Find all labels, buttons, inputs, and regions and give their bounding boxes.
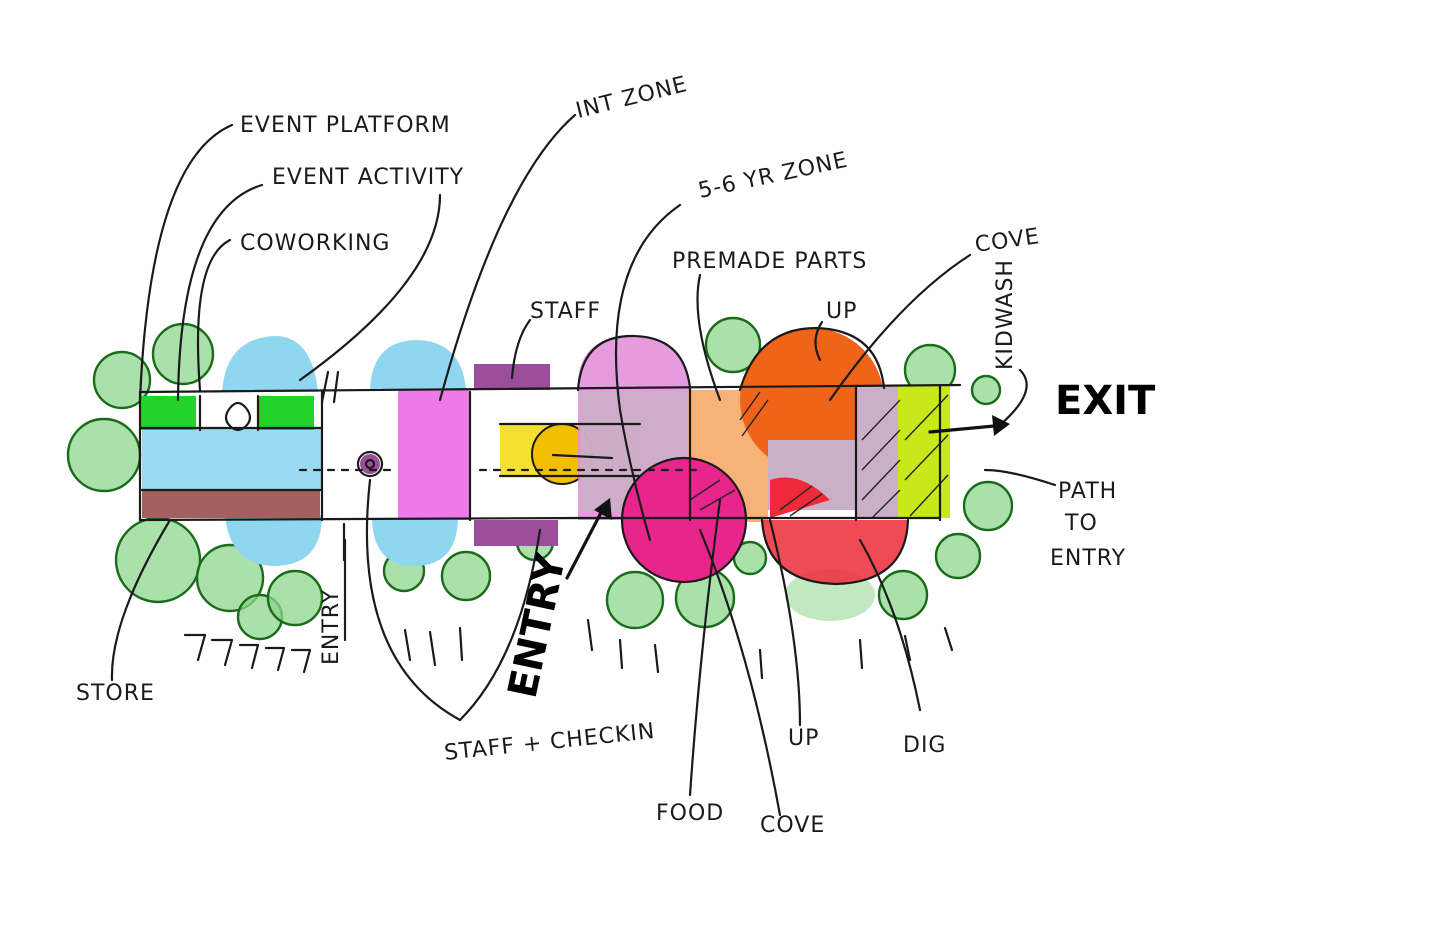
entry-arrow <box>565 503 607 580</box>
label-cove-bottom: COVE <box>760 813 825 838</box>
tree <box>114 516 202 604</box>
event-platform-zone <box>222 336 318 392</box>
label-to: TO <box>1064 511 1098 536</box>
entry-arrowhead <box>594 498 612 520</box>
label-dig: DIG <box>903 733 946 758</box>
tree <box>92 350 152 410</box>
dig-wedge <box>770 477 830 518</box>
tree <box>962 480 1014 532</box>
leader-dig <box>858 538 922 712</box>
tree <box>605 570 665 630</box>
store-zone <box>142 490 320 518</box>
label-entry-big: ENTRY <box>500 549 575 702</box>
label-food: FOOD <box>656 801 724 826</box>
leader-staff <box>510 318 532 380</box>
label-up-top: UP <box>826 299 857 324</box>
label-staff: STAFF <box>530 299 601 324</box>
label-kidwash: KIDWASH <box>993 259 1018 370</box>
leader-cove-top <box>828 253 972 402</box>
coworking-zone-a <box>140 396 196 430</box>
label-up-bottom: UP <box>788 726 819 751</box>
leader-up-top <box>814 320 824 362</box>
building-outline <box>138 326 962 586</box>
leader-staff-checkin-2 <box>458 528 542 722</box>
leader-staff-checkin <box>365 478 462 722</box>
leader-event-activity-2 <box>298 193 442 382</box>
label-coworking: COWORKING <box>240 231 390 256</box>
exit-arrowhead <box>992 415 1010 436</box>
leader-path-to-entry <box>983 468 1057 487</box>
leader-5-6-zone <box>614 203 682 542</box>
leader-lines <box>110 113 1057 817</box>
zones <box>140 328 950 584</box>
leader-event-activity <box>176 183 264 402</box>
label-event-activity: EVENT ACTIVITY <box>272 165 464 190</box>
label-event-platform: EVENT PLATFORM <box>240 113 451 138</box>
label-exit: EXIT <box>1055 378 1156 424</box>
label-store: STORE <box>76 681 155 706</box>
label-int-zone: INT ZONE <box>573 72 690 124</box>
tree <box>151 322 215 386</box>
exit-arrow <box>928 423 1007 434</box>
leader-kidwash <box>998 368 1028 427</box>
arrows <box>320 370 1010 580</box>
labels: EVENT PLATFORM EVENT ACTIVITY COWORKING … <box>76 72 1156 838</box>
tree <box>934 532 982 580</box>
label-path: PATH <box>1058 479 1117 504</box>
leader-food <box>688 498 722 797</box>
leader-event-platform <box>138 123 234 402</box>
leader-store <box>110 518 172 682</box>
label-5-6-zone: 5-6 YR ZONE <box>696 148 850 204</box>
kidwash-zone <box>898 386 950 518</box>
cove-orange <box>740 328 884 472</box>
tree <box>266 569 324 627</box>
label-premade-parts: PREMADE PARTS <box>672 249 867 274</box>
food-zone <box>622 458 746 582</box>
int-zone <box>398 390 470 520</box>
tree <box>704 316 762 374</box>
label-staff-checkin: STAFF + CHECKIN <box>443 719 656 766</box>
tree <box>440 550 492 602</box>
tree <box>66 417 142 493</box>
tree <box>195 543 265 613</box>
label-cove-top: COVE <box>973 224 1041 258</box>
label-entry-path: ENTRY <box>1050 546 1126 571</box>
event-pod-south <box>225 515 322 566</box>
leader-premade <box>696 273 722 402</box>
leader-coworking <box>196 238 232 392</box>
dig-zone <box>762 520 908 584</box>
leader-int-zone <box>438 113 577 402</box>
event-pod-south-2 <box>372 520 458 566</box>
coworking-zone-b <box>258 396 314 430</box>
leader-cove-bottom <box>698 528 782 817</box>
leader-up-bottom <box>768 518 802 727</box>
ground-ticks <box>183 618 954 680</box>
interior-blue <box>142 428 322 490</box>
yellow-arrow <box>551 453 614 460</box>
label-entry-small: ENTRY <box>319 589 344 665</box>
staff-zone-south <box>474 520 558 546</box>
tree <box>970 374 1002 406</box>
event-activity-zone <box>370 340 466 390</box>
